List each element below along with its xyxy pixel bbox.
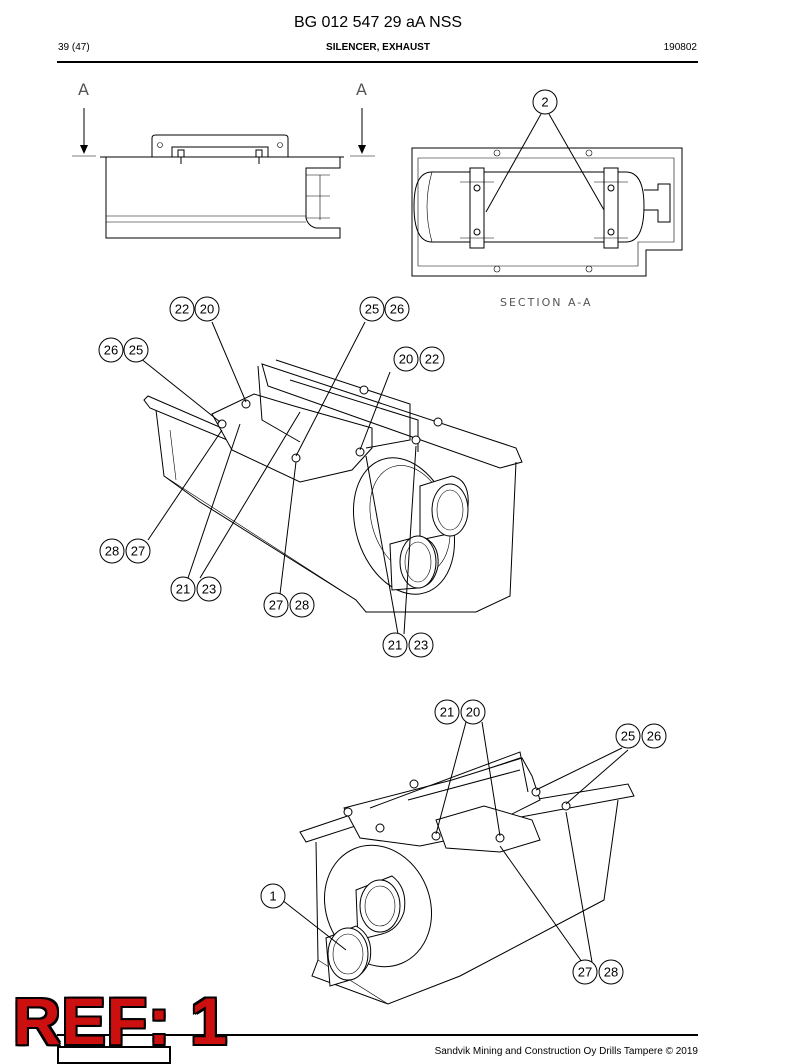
svg-text:26: 26 [390, 302, 404, 317]
reference-stamp: REF: 1 [13, 984, 229, 1058]
page-number: 39 (47) [58, 42, 90, 53]
svg-text:23: 23 [202, 582, 216, 597]
callout-21: 21 [170, 576, 196, 602]
callout-22: 22 [169, 296, 195, 322]
callout-21: 21 [434, 699, 460, 725]
svg-text:28: 28 [295, 598, 309, 613]
svg-text:27: 27 [578, 965, 592, 980]
svg-text:28: 28 [105, 544, 119, 559]
callout-26: 26 [98, 337, 124, 363]
section-marker-left: A [78, 80, 89, 99]
callout-28: 28 [289, 592, 315, 618]
callout-25: 25 [123, 337, 149, 363]
footer-rule [57, 1034, 698, 1036]
assembly-title: SILENCER, EXHAUST [326, 42, 430, 53]
svg-text:25: 25 [365, 302, 379, 317]
callout-20: 20 [460, 699, 486, 725]
svg-text:25: 25 [621, 729, 635, 744]
callout-21: 21 [382, 632, 408, 658]
svg-text:26: 26 [104, 343, 118, 358]
svg-text:25: 25 [129, 343, 143, 358]
document-number: BG 012 547 29 aA NSS [293, 14, 463, 31]
callout-23: 23 [196, 576, 222, 602]
callout-27: 27 [263, 592, 289, 618]
callout-20: 20 [194, 296, 220, 322]
svg-text:22: 22 [425, 352, 439, 367]
svg-text:21: 21 [388, 638, 402, 653]
isometric-view-upper [139, 321, 523, 635]
section-view-a-a: SECTION A-A [411, 113, 683, 309]
svg-text:20: 20 [200, 302, 214, 317]
copyright-notice: Sandvik Mining and Construction Oy Drill… [434, 1046, 698, 1057]
svg-text:23: 23 [414, 638, 428, 653]
svg-text:21: 21 [440, 705, 454, 720]
side-view: A A [72, 80, 375, 239]
callout-26: 26 [384, 296, 410, 322]
svg-text:27: 27 [131, 544, 145, 559]
revision-date: 190802 [663, 42, 697, 53]
section-marker-right: A [356, 80, 367, 99]
svg-text:28: 28 [604, 965, 618, 980]
callout-26: 26 [641, 723, 667, 749]
svg-text:21: 21 [176, 582, 190, 597]
svg-text:20: 20 [399, 352, 413, 367]
callout-25: 25 [615, 723, 641, 749]
callout-23: 23 [408, 632, 434, 658]
callout-20: 20 [393, 346, 419, 372]
svg-text:26: 26 [647, 729, 661, 744]
svg-text:22: 22 [175, 302, 189, 317]
callout-27: 27 [572, 959, 598, 985]
callout-27: 27 [125, 538, 151, 564]
callout-25: 25 [359, 296, 385, 322]
section-label: SECTION A-A [500, 296, 593, 309]
callout-2: 2 [532, 89, 558, 115]
svg-text:2: 2 [541, 95, 548, 110]
callout-22: 22 [419, 346, 445, 372]
svg-text:1: 1 [269, 889, 276, 904]
isometric-view-lower [281, 721, 635, 1005]
svg-text:27: 27 [269, 598, 283, 613]
callout-28: 28 [598, 959, 624, 985]
header-rule [57, 61, 698, 63]
callout-1: 1 [260, 883, 286, 909]
svg-text:20: 20 [466, 705, 480, 720]
callout-28: 28 [99, 538, 125, 564]
